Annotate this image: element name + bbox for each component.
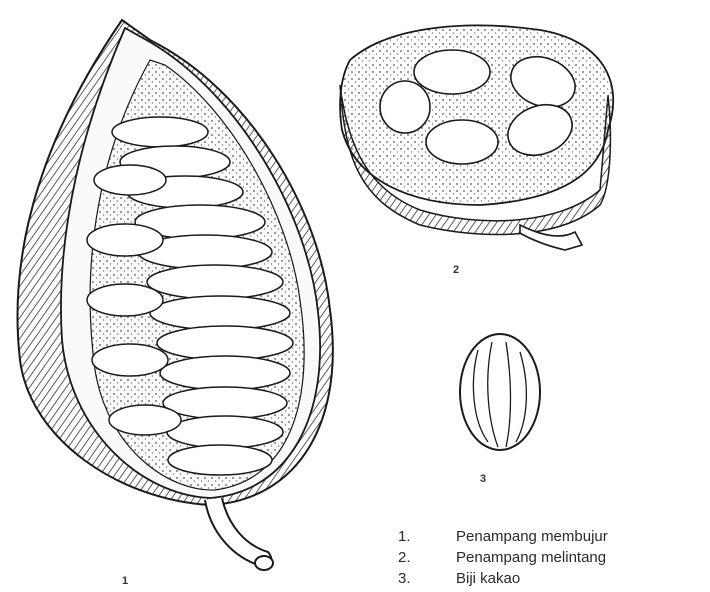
legend-item: 2. Penampang melintang [398, 547, 710, 568]
figure-label-cross-section: 2 [453, 264, 459, 276]
figure-label-pod: 1 [122, 575, 128, 587]
legend-item-number: 2. [398, 547, 438, 568]
legend-item: 3. Biji kakao [398, 568, 710, 589]
legend-item-number: 1. [398, 526, 438, 547]
legend-item-number: 3. [398, 568, 438, 589]
legend-item-text: Biji kakao [456, 568, 520, 589]
legend-item-text: Penampang membujur [456, 526, 608, 547]
bean-outline [460, 334, 540, 450]
cocoa-bean [460, 334, 540, 450]
legend-item: 1. Penampang membujur [398, 526, 710, 547]
figure-label-bean: 3 [480, 473, 486, 485]
cross-section [340, 25, 613, 250]
longitudinal-section [18, 20, 333, 570]
legend: 1. Penampang membujur 2. Penampang melin… [398, 526, 710, 589]
legend-item-text: Penampang melintang [456, 547, 606, 568]
